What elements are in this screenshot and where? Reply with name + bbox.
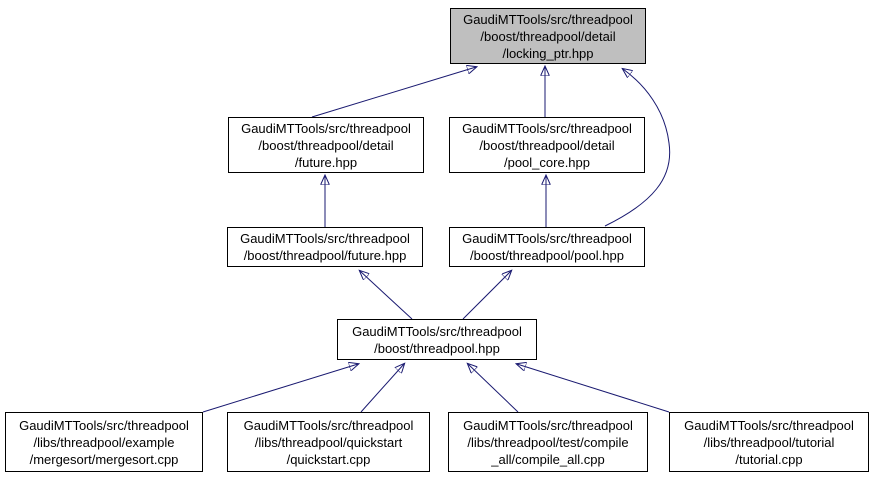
- node-locking-ptr-hpp: GaudiMTTools/src/threadpool /boost/threa…: [450, 8, 646, 64]
- node-quickstart-cpp[interactable]: GaudiMTTools/src/threadpool /libs/thread…: [227, 412, 430, 472]
- edge-tutorial-to-threadpool: [517, 364, 670, 413]
- node-pool-core-hpp[interactable]: GaudiMTTools/src/threadpool /boost/threa…: [449, 117, 645, 173]
- node-mergesort-cpp[interactable]: GaudiMTTools/src/threadpool /libs/thread…: [5, 412, 203, 472]
- node-pool-hpp[interactable]: GaudiMTTools/src/threadpool /boost/threa…: [449, 227, 645, 267]
- edge-future-detail-to-locking-ptr: [311, 67, 476, 118]
- node-tutorial-cpp[interactable]: GaudiMTTools/src/threadpool /libs/thread…: [669, 412, 869, 472]
- node-compile-all-cpp[interactable]: GaudiMTTools/src/threadpool /libs/thread…: [448, 412, 648, 472]
- edge-threadpool-to-future: [360, 271, 413, 320]
- edge-compile-all-to-threadpool: [468, 364, 519, 413]
- edge-pool-to-locking-ptr: [604, 69, 671, 227]
- edge-mergesort-to-threadpool: [202, 364, 358, 413]
- node-future-hpp[interactable]: GaudiMTTools/src/threadpool /boost/threa…: [227, 227, 423, 267]
- node-threadpool-hpp[interactable]: GaudiMTTools/src/threadpool /boost/threa…: [337, 319, 537, 360]
- edge-threadpool-to-pool: [462, 271, 511, 320]
- node-detail-future-hpp[interactable]: GaudiMTTools/src/threadpool /boost/threa…: [228, 117, 424, 173]
- edge-quickstart-to-threadpool: [360, 364, 404, 413]
